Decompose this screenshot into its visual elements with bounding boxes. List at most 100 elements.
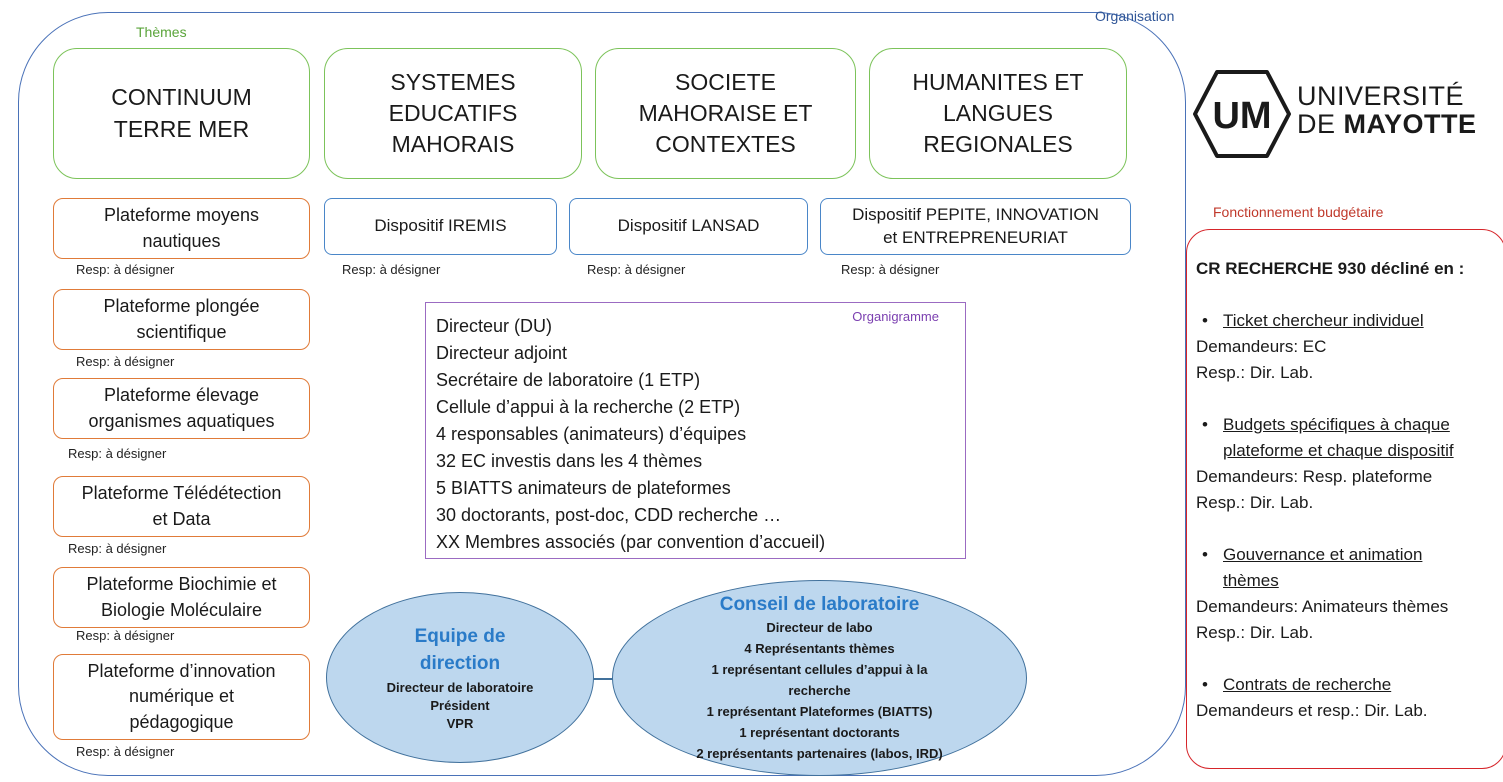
platform-line: scientifique (136, 321, 227, 342)
theme-line: CONTINUUM (111, 84, 252, 111)
theme-line: LANGUES (943, 99, 1053, 126)
dispositif-lansad: Dispositif LANSAD (569, 198, 808, 255)
um-hexagon-icon: UM (1193, 70, 1291, 158)
dispositif-iremis: Dispositif IREMIS (324, 198, 557, 255)
theme-line: REGIONALES (923, 131, 1073, 158)
organisation-label: Organisation (1095, 8, 1175, 24)
budget-item: •Contrats de recherche Demandeurs et res… (1196, 672, 1503, 724)
platform-resp: Resp: à désigner (68, 446, 167, 461)
budget-item-line: Demandeurs et resp.: Dir. Lab. (1196, 701, 1428, 720)
platform-teledetection-data: Plateforme Télédétection et Data (53, 476, 310, 537)
bullet-icon: • (1202, 311, 1208, 330)
platform-resp: Resp: à désigner (76, 354, 175, 369)
budget-item-line: Demandeurs: Resp. plateforme (1196, 467, 1433, 486)
conseil-member: 1 représentant doctorants (739, 724, 900, 740)
budget-item-title: • Ticket chercheur individuel (1196, 308, 1503, 334)
budget-item: •Ticket chercheur individuel Demandeurs:… (1196, 308, 1503, 386)
dispositif-line: Dispositif LANSAD (617, 216, 760, 236)
bullet-icon: • (1202, 675, 1208, 694)
budget-item-line: Resp.: Dir. Lab. (1196, 493, 1314, 512)
theme-humanites-langues: HUMANITES ET LANGUES REGIONALES (869, 48, 1127, 179)
theme-continuum-terre-mer: CONTINUUM TERRE MER (53, 48, 310, 179)
equipe-direction-ellipse: Equipe de direction Directeur de laborat… (326, 592, 594, 763)
budget-heading: CR RECHERCHE 930 décliné en : (1196, 259, 1465, 278)
theme-line: SYSTEMES (390, 68, 516, 95)
theme-line: MAHORAISE ET (638, 99, 813, 126)
platform-line: Plateforme Biochimie et (86, 574, 277, 595)
organigramme-item: XX Membres associés (par convention d’ac… (436, 532, 826, 552)
platform-moyens-nautiques: Plateforme moyens nautiques (53, 198, 310, 259)
equipe-direction-title: Equipe de (414, 625, 506, 647)
budget-item-title-text: thèmes (1223, 571, 1279, 590)
organigramme-item: 5 BIATTS animateurs de plateformes (436, 478, 731, 498)
platform-plongee-scientifique: Plateforme plongée scientifique (53, 289, 310, 350)
equipe-direction-member: Président (430, 697, 490, 713)
organigramme-list: Directeur (DU) Directeur adjoint Secréta… (436, 313, 825, 556)
platform-line: nautiques (142, 230, 221, 251)
dispositif-resp: Resp: à désigner (587, 262, 686, 277)
platform-line: Plateforme élevage (103, 385, 260, 406)
budget-item-title-text: Ticket chercheur individuel (1223, 311, 1424, 330)
platform-line: pédagogique (129, 711, 234, 732)
budget-item-title-text: plateforme et chaque dispositif (1223, 441, 1454, 460)
organigramme-item: 32 EC investis dans les 4 thèmes (436, 451, 703, 471)
budget-item-title: plateforme et chaque dispositif (1196, 438, 1503, 464)
budget-item-line: Demandeurs: Animateurs thèmes (1196, 597, 1449, 616)
university-line2-bold: MAYOTTE (1343, 109, 1477, 139)
dispositif-line: et ENTREPRENEURIAT (883, 227, 1068, 247)
dispositif-line: Dispositif IREMIS (374, 216, 507, 236)
budget-item-title: •Gouvernance et animation (1196, 542, 1503, 568)
conseil-member: recherche (788, 682, 851, 698)
dispositif-line: Dispositif PEPITE, INNOVATION (852, 204, 1099, 224)
budget-item-title-text: Gouvernance et animation (1223, 545, 1423, 564)
budget-label: Fonctionnement budgétaire (1213, 204, 1384, 220)
equipe-direction-member: VPR (446, 715, 474, 731)
dispositif-pepite: Dispositif PEPITE, INNOVATION et ENTREPRE… (820, 198, 1131, 255)
budget-box: CR RECHERCHE 930 décliné en : • Ticket ch… (1186, 229, 1503, 769)
budget-item-line: Resp.: Dir. Lab. (1196, 623, 1314, 642)
theme-line: HUMANITES ET (912, 68, 1084, 95)
organigramme-item: Directeur (DU) (436, 316, 553, 336)
organigramme-item: 4 responsables (animateurs) d’équipes (436, 424, 747, 444)
ellipse-connector (590, 678, 618, 680)
platform-line: et Data (152, 508, 211, 529)
platform-resp: Resp: à désigner (68, 541, 167, 556)
platform-line: Biologie Moléculaire (100, 599, 263, 620)
university-logo: UM (1192, 68, 1292, 160)
theme-societe-mahoraise: SOCIETE MAHORAISE ET CONTEXTES (595, 48, 856, 179)
organigramme-item: Cellule d’appui à la recherche (2 ETP) (436, 397, 741, 417)
theme-line: TERRE MER (113, 115, 250, 142)
platform-line: Plateforme plongée (103, 296, 260, 317)
theme-line: SOCIETE (675, 68, 776, 95)
platform-biochimie-biologie: Plateforme Biochimie et Biologie Molécula… (53, 567, 310, 628)
conseil-member: 1 représentant cellules d’appui à la (711, 661, 928, 677)
dispositif-resp: Resp: à désigner (841, 262, 940, 277)
conseil-member: 4 Représentants thèmes (744, 640, 895, 656)
university-line1: UNIVERSITÉ (1297, 81, 1465, 111)
budget-item-title: •Budgets spécifiques à chaque (1196, 412, 1503, 438)
platform-line: Plateforme Télédétection (81, 483, 282, 504)
themes-label: Thèmes (136, 24, 187, 40)
conseil-title: Conseil de laboratoire (719, 593, 920, 615)
organigramme-box: Organigramme Directeur (DU) Directeur ad… (425, 302, 966, 559)
theme-line: CONTEXTES (655, 131, 796, 158)
theme-line: EDUCATIFS (388, 99, 518, 126)
organisation-frame (18, 12, 1186, 776)
platform-innovation-numerique: Plateforme d’innovation numérique et pédag… (53, 654, 310, 740)
budget-content: CR RECHERCHE 930 décliné en : • Ticket ch… (1196, 256, 1503, 724)
conseil-member: 1 représentant Plateformes (BIATTS) (706, 703, 933, 719)
conseil-member: Directeur de labo (766, 619, 873, 635)
organigramme-title: Organigramme (852, 309, 939, 324)
platform-line: Plateforme moyens (103, 205, 260, 226)
equipe-direction-title: direction (419, 652, 501, 674)
budget-item-title-text: Budgets spécifiques à chaque (1223, 415, 1450, 434)
university-name: UNIVERSITÉ DE MAYOTTE (1297, 82, 1477, 138)
platform-line: numérique et (128, 686, 235, 707)
platform-resp: Resp: à désigner (76, 628, 175, 643)
platform-line: Plateforme d’innovation (87, 661, 276, 682)
organigramme-item: Secrétaire de laboratoire (1 ETP) (436, 370, 701, 390)
conseil-member: 2 représentants partenaires (labos, IRD) (696, 745, 943, 761)
budget-item-line: Resp.: Dir. Lab. (1196, 363, 1314, 382)
budget-item-title: •Contrats de recherche (1196, 672, 1503, 698)
